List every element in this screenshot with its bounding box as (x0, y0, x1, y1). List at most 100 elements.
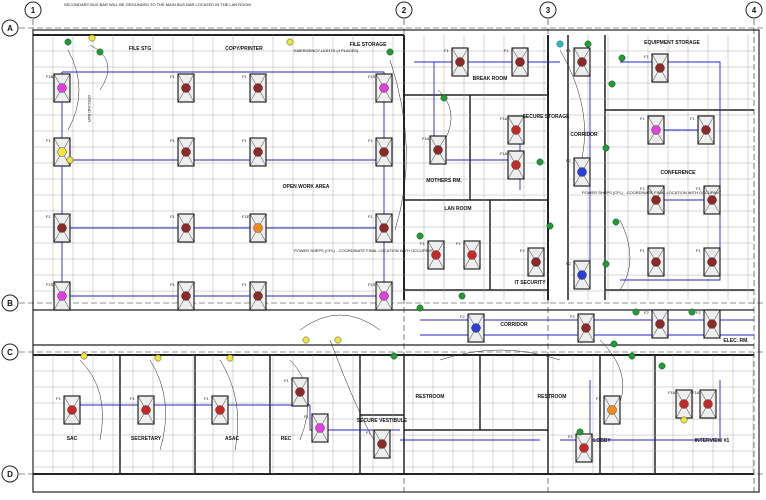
light-fixture-48: F1A (692, 389, 717, 419)
light-fixture-16: F1S (368, 281, 393, 311)
fixture-tag: F1S (46, 282, 54, 287)
light-fixture-45: F1 (596, 395, 621, 425)
fixture-tag: F1B (46, 74, 54, 79)
device-30 (680, 416, 688, 424)
light-fixture-19: F1A (422, 135, 447, 165)
fixture-tag: F1 (566, 48, 571, 53)
grid-row-b: B (1, 294, 19, 312)
fixture-tag: F1E (242, 214, 250, 219)
light-fixture-30: F1 (696, 185, 721, 215)
light-fixture-34: F2 (566, 260, 591, 290)
device-6 (440, 94, 448, 102)
device-8 (584, 40, 592, 48)
light-fixture-42: F1 (284, 377, 309, 407)
fixture-tag: F1S (368, 282, 376, 287)
fixture-tag: F1A (668, 390, 676, 395)
devices (64, 34, 696, 436)
device-12 (612, 218, 620, 226)
device-16 (416, 232, 424, 240)
fixture-tag: F1 (170, 74, 175, 79)
light-fixture-11: F1E (242, 213, 267, 243)
device-27 (628, 352, 636, 360)
device-11 (536, 158, 544, 166)
room-label-secure-storage: SECURE STORAGE (523, 114, 571, 120)
light-fixture-41: F1 (204, 395, 229, 425)
light-fixture-40: F1 (130, 395, 155, 425)
room-label-copy-printer: COPY/PRINTER (225, 46, 263, 52)
fixture-tag: F1 (640, 116, 645, 121)
device-1 (64, 38, 72, 46)
fixture-tag: F1 (504, 48, 509, 53)
light-fixture-25: F1 (566, 47, 591, 77)
light-fixture-35: F2 (460, 313, 485, 343)
fixture-tag: F1 (368, 138, 373, 143)
room-label-it-security: IT SECURITY (514, 280, 546, 286)
light-fixture-44: F1 (366, 429, 391, 459)
fixture-tag: F1 (420, 241, 425, 246)
room-label-secretary: SECRETARY (131, 436, 162, 442)
grid-col-label-3: 3 (546, 6, 551, 15)
grid-row-label-c: C (7, 348, 13, 357)
fixture-tag: F1 (456, 241, 461, 246)
fixture-tag: F1 (204, 396, 209, 401)
room-label-equipment-storage: EQUIPMENT STORAGE (644, 40, 700, 46)
grid-col-3: 3 (539, 1, 557, 19)
device-14 (458, 292, 466, 300)
fixture-tag: F1 (242, 74, 247, 79)
light-fixture-14: F1 (368, 137, 393, 167)
grid-bubbles: 1 2 3 4 A B C D (1, 1, 763, 483)
device-21 (334, 336, 342, 344)
room-label-file-stg: FILE STG (129, 46, 152, 52)
light-fixture-22: F1 (420, 240, 445, 270)
room-label-restroom-2: RESTROOM (538, 394, 567, 400)
light-fixture-17: F1 (444, 47, 469, 77)
light-fixture-6: F1 (170, 137, 195, 167)
light-fixture-15: F1 (368, 213, 393, 243)
device-25 (226, 354, 234, 362)
fixture-tag: F2 (570, 314, 575, 319)
general-note: SECONDARY BUS BAR WILL BE GROUNDED TO TH… (64, 2, 252, 7)
fixture-tag: F1A (422, 136, 430, 141)
device-29 (576, 428, 584, 436)
fixture-tag: F1 (170, 138, 175, 143)
light-fixture-36: F2 (570, 313, 595, 343)
fixture-tag: F1A (500, 116, 508, 121)
grid-col-2: 2 (395, 1, 413, 19)
light-fixture-10: F1 (242, 137, 267, 167)
light-fixture-23: F1 (456, 240, 481, 270)
light-fixture-24: F2 (520, 247, 545, 277)
room-label-mothers-rm: MOTHERS RM. (426, 178, 462, 184)
annotation-power-2: POWER SHEPS (CFL) - COORDINATE FINAL LOC… (582, 190, 722, 195)
room-label-conference: CONFERENCE (660, 170, 696, 176)
grid-col-1: 1 (24, 1, 42, 19)
light-fixture-37: F2 (644, 309, 669, 339)
grid-col-label-1: 1 (31, 6, 36, 15)
room-label-lobby: LOBBY (593, 438, 611, 444)
fixture-tag: F1 (304, 414, 309, 419)
fixture-tag: F1A (692, 390, 700, 395)
annotation-bus: GROUND BAR (87, 95, 92, 122)
fixture-tag: F2 (644, 310, 649, 315)
device-2 (88, 34, 96, 42)
light-fixture-32: F1 (696, 247, 721, 277)
fixture-tag: F1 (368, 214, 373, 219)
fixture-tag: F2 (460, 314, 465, 319)
fixture-tag: F1 (568, 434, 573, 439)
fixture-tag: F1 (46, 214, 51, 219)
device-3 (96, 48, 104, 56)
fixture-tag: F1 (242, 282, 247, 287)
light-fixture-3: F1 (46, 213, 71, 243)
fixture-tag: F2 (566, 261, 571, 266)
fixture-tag: F2 (696, 310, 701, 315)
fixture-tag: F1 (640, 186, 645, 191)
device-7 (556, 40, 564, 48)
device-10 (608, 80, 616, 88)
fixture-tag: F1 (444, 48, 449, 53)
grid-col-4: 4 (745, 1, 763, 19)
fixture-tag: F2 (566, 158, 571, 163)
room-label-rec: REC (281, 436, 292, 442)
room-label-asac: ASAC (225, 436, 240, 442)
room-label-corridor-2: CORRIDOR (500, 322, 528, 328)
device-15 (546, 222, 554, 230)
device-19 (688, 308, 696, 316)
